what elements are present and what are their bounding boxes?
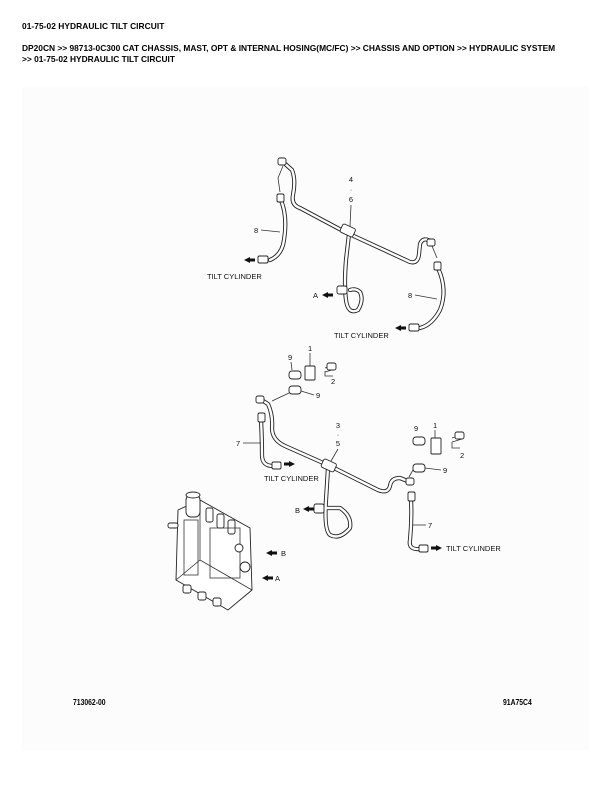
- tilt-cylinder-label-lower-left: TILT CYLINDER: [264, 474, 319, 483]
- callout-8-left: 8: [254, 226, 258, 235]
- port-a-label-upper: A: [313, 291, 318, 300]
- callout-9: 9: [316, 391, 320, 400]
- tilt-cylinder-label-upper-right: TILT CYLINDER: [334, 331, 389, 340]
- hose-end-fitting: [418, 544, 429, 553]
- elbow-fitting: [277, 157, 287, 166]
- lower-tube-assembly: 9 1 2 9 9 1 2 9: [236, 344, 501, 553]
- arrow-left-icon: [303, 506, 314, 512]
- upper-tube-assembly: 4 · 6 8 8 TILT CYLINDER TILT CYLINDER A: [207, 157, 446, 340]
- arrow-left-icon: [244, 257, 255, 263]
- callout-5: 5: [336, 439, 340, 448]
- hose-end-fitting: [257, 412, 266, 423]
- arrow-right-icon: [284, 461, 295, 467]
- arrow-left-icon: [262, 575, 273, 581]
- callout-2: 2: [331, 377, 335, 386]
- callout-9: 9: [288, 353, 292, 362]
- clamp-set-left: [288, 362, 337, 395]
- callout-1: 1: [433, 421, 437, 430]
- callout-separator: ·: [350, 185, 353, 194]
- callout-7-left: 7: [236, 439, 240, 448]
- callout-9: 9: [414, 424, 418, 433]
- elbow-fitting: [426, 238, 436, 247]
- drawing-number: 713062-00: [73, 698, 106, 707]
- breadcrumb-line-2: >> 01-75-02 HYDRAULIC TILT CIRCUIT: [22, 53, 175, 64]
- clamp-set-right: [412, 431, 465, 473]
- callout-4: 4: [349, 175, 353, 184]
- callout-2: 2: [460, 451, 464, 460]
- hose-end-fitting: [407, 491, 416, 502]
- port-a-fitting: [336, 285, 348, 295]
- tee-fitting-lower: [320, 458, 337, 473]
- hose-end-fitting: [408, 323, 420, 332]
- hose-end-fitting: [276, 193, 285, 203]
- callout-1: 1: [308, 344, 312, 353]
- hose-end-fitting: [257, 255, 269, 264]
- control-valve: B A: [167, 491, 286, 611]
- elbow-fitting: [405, 477, 415, 486]
- port-b-fitting: [313, 503, 325, 514]
- callout-6: 6: [349, 195, 353, 204]
- arrow-right-icon: [431, 545, 442, 551]
- breadcrumb-line-1: DP20CN >> 98713-0C300 CAT CHASSIS, MAST,…: [22, 43, 556, 53]
- tilt-cylinder-label-upper-left: TILT CYLINDER: [207, 272, 262, 281]
- tee-fitting-upper: [339, 223, 356, 238]
- figure-code: 91A75C4: [503, 698, 532, 707]
- callout-separator: ·: [337, 430, 340, 439]
- arrow-left-icon: [266, 550, 277, 556]
- valve-port-a-label: A: [275, 574, 280, 583]
- page-title: 01-75-02 HYDRAULIC TILT CIRCUIT: [22, 21, 165, 31]
- callout-8-right: 8: [408, 291, 412, 300]
- callout-7-right: 7: [428, 521, 432, 530]
- hose-end-fitting: [271, 461, 282, 470]
- callout-9: 9: [443, 466, 447, 475]
- elbow-fitting: [255, 395, 265, 404]
- port-b-label-lower: B: [295, 506, 300, 515]
- arrow-left-icon: [322, 292, 333, 298]
- tilt-cylinder-label-lower-right: TILT CYLINDER: [446, 544, 501, 553]
- arrow-left-icon: [395, 325, 406, 331]
- diagram-panel: [22, 86, 589, 750]
- callout-3: 3: [336, 421, 340, 430]
- hose-end-fitting: [433, 261, 442, 271]
- breadcrumb: DP20CN >> 98713-0C300 CAT CHASSIS, MAST,…: [22, 43, 602, 64]
- valve-port-b-label: B: [281, 549, 286, 558]
